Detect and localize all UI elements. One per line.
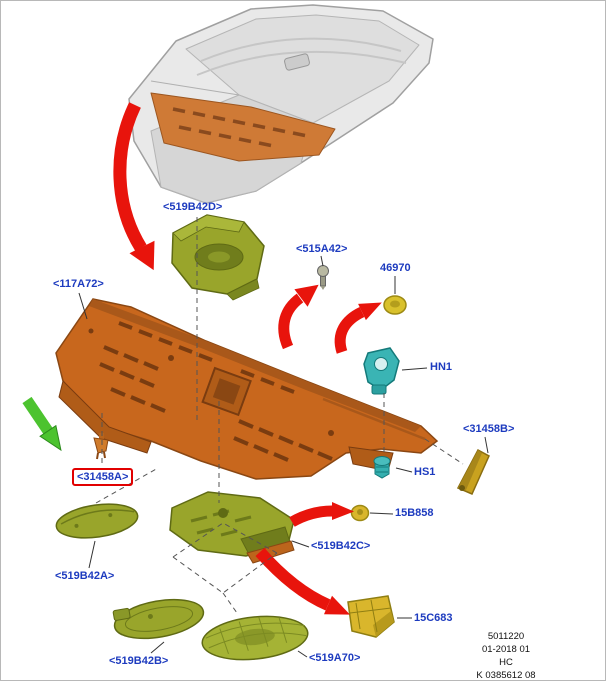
dash-center-opening [201, 366, 252, 417]
footer-date: 01-2018 01 [481, 644, 531, 655]
part-label-519A70[interactable]: <519A70> [309, 652, 361, 664]
part-label-117A72[interactable]: <117A72> [53, 278, 104, 290]
footer-document-info: 5011220 01-2018 01 HC K 0385612 08 [459, 630, 553, 681]
assembly-arrow-to-46970 [334, 302, 382, 354]
part-515A42-pin [317, 265, 329, 290]
assembly-arrow-to-515A42 [278, 284, 319, 350]
part-519A70-pad [201, 615, 309, 661]
part-117A72-main-dash-panel [55, 298, 439, 480]
dashed-alignment-lines [95, 217, 464, 614]
label-leader-lines [78, 255, 489, 658]
part-label-31458B[interactable]: <31458B> [463, 423, 515, 435]
footer-ref: K 0385612 08 [476, 670, 536, 681]
part-519B42B-pad [112, 598, 205, 640]
part-label-519B42A[interactable]: <519B42A> [55, 570, 115, 582]
vehicle-body-shell [128, 4, 434, 204]
part-HS1-screw [373, 456, 391, 479]
part-label-HS1[interactable]: HS1 [414, 466, 436, 478]
part-label-46970[interactable]: 46970 [380, 262, 411, 274]
dash-inside-body [150, 92, 336, 162]
footer-code: HC [499, 657, 513, 668]
highlight-arrow-31458A [22, 396, 62, 452]
part-label-HN1[interactable]: HN1 [430, 361, 453, 373]
part-label-519B42B[interactable]: <519B42B> [109, 655, 169, 667]
part-15B858-grommet [350, 504, 370, 522]
part-519B42D-cowl-panel [171, 214, 265, 301]
part-519B42C-panel [169, 491, 295, 564]
part-label-519B42D[interactable]: <519B42D> [163, 201, 223, 213]
assembly-arrow-to-15B858 [289, 502, 354, 527]
part-519B42A-pad [55, 503, 139, 539]
part-31458B-blade [456, 448, 490, 495]
part-46970-grommet [383, 295, 407, 315]
part-label-519B42C[interactable]: <519B42C> [311, 540, 371, 552]
assembly-arrow-body-to-dash [113, 102, 155, 271]
part-HN1-bracket [363, 347, 400, 395]
part-label-15B858[interactable]: 15B858 [395, 507, 434, 519]
footer-doc-number: 5011220 [487, 631, 525, 642]
assembly-arrow-to-15C683 [255, 548, 350, 615]
part-label-15C683[interactable]: 15C683 [414, 612, 453, 624]
part-label-515A42[interactable]: <515A42> [296, 243, 348, 255]
part-15C683-bracket [347, 595, 395, 638]
part-label-31458A-highlighted[interactable]: <31458A> [72, 468, 134, 487]
